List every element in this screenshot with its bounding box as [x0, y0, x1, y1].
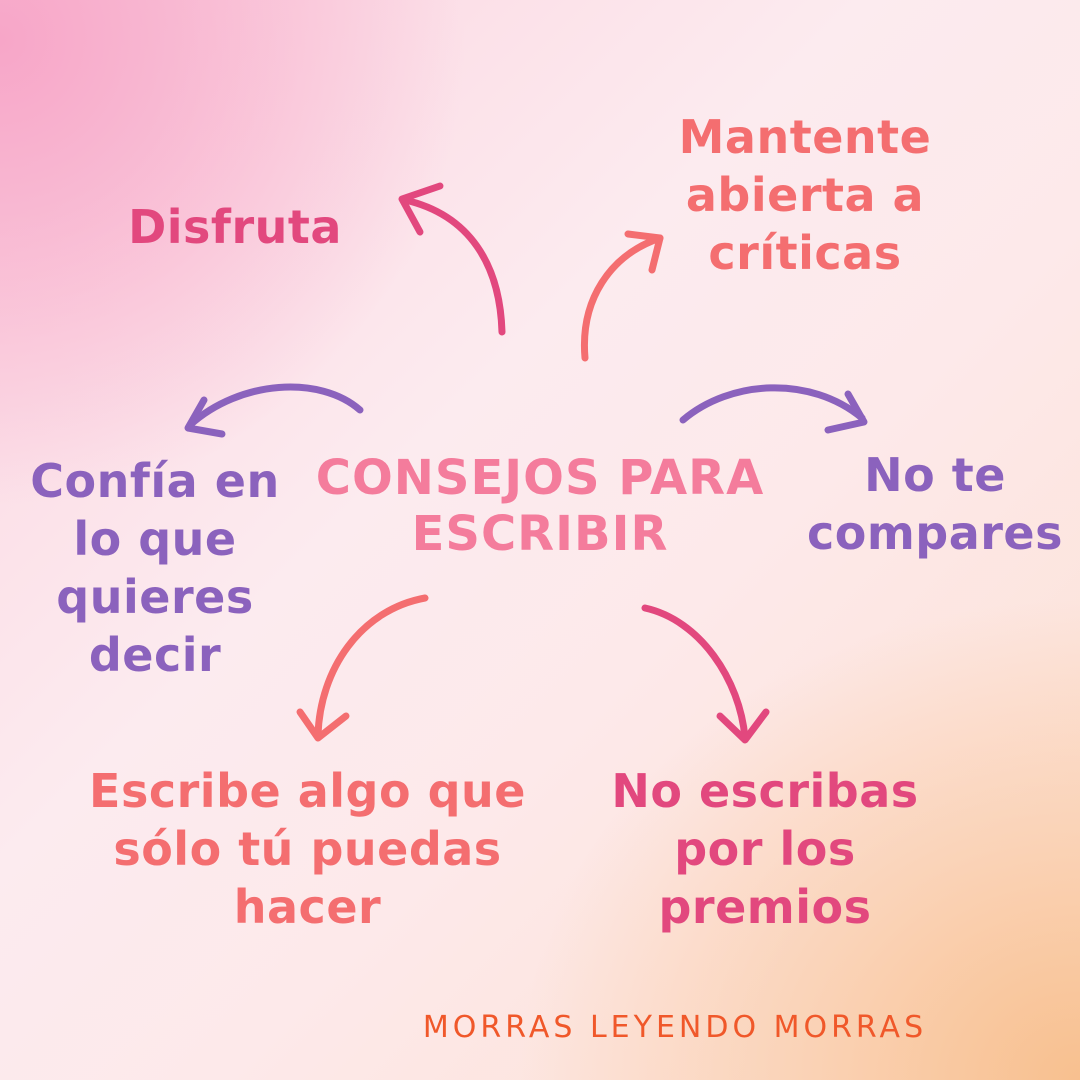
arrow-to-disfruta	[401, 196, 506, 336]
arrow-to-escribe	[314, 594, 429, 739]
arrow-to-confia	[186, 383, 364, 429]
arrow-to-mantente	[580, 234, 664, 362]
arrowhead-premios	[716, 708, 770, 744]
arrow-to-compares	[679, 384, 866, 424]
node-escribe-algo: Escribe algo que sólo tú puedas hacer	[89, 764, 526, 934]
arrowhead-mantente	[624, 230, 664, 274]
arrowhead-compares	[824, 390, 868, 434]
node-no-te-compares: No te compares	[806, 448, 1064, 560]
arrow-to-premios	[641, 604, 749, 742]
arrowhead-confia	[184, 396, 226, 438]
footer-brand: MORRAS LEYENDO MORRAS	[422, 1010, 928, 1045]
center-title: CONSEJOS PARA ESCRIBIR	[315, 450, 765, 562]
node-confia: Confía en lo que quieres decir	[30, 454, 280, 682]
node-no-escribas-premios: No escribas por los premios	[611, 764, 919, 934]
arrowhead-escribe	[296, 708, 350, 742]
node-disfruta: Disfruta	[128, 200, 342, 254]
node-mantente-abierta: Mantente abierta a críticas	[678, 110, 932, 280]
arrowhead-disfruta	[398, 182, 444, 236]
